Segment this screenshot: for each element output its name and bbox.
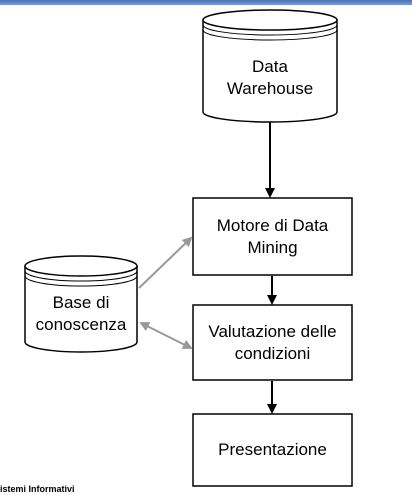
arrow-knowledge-to-engine [138, 236, 193, 289]
data-warehouse-cylinder [202, 9, 338, 123]
presentation-label: Presentazione [218, 440, 327, 459]
data-mining-engine-box [192, 197, 353, 276]
top-banner-strip [0, 0, 412, 5]
data-warehouse-label: Data Warehouse [226, 57, 314, 98]
footer-caption: istemi Informativi [0, 484, 75, 494]
data-mining-engine-label: Motore di Data Mining [216, 215, 329, 257]
knowledge-base-label: Base di conoscenza [35, 293, 127, 334]
presentation-box [192, 413, 353, 487]
arrow-knowledge-evaluation-bidirectional [139, 322, 193, 349]
condition-evaluation-label: Valutazione delle condizioni [208, 321, 337, 363]
knowledge-base-cylinder [24, 255, 138, 353]
condition-evaluation-box [192, 304, 353, 381]
